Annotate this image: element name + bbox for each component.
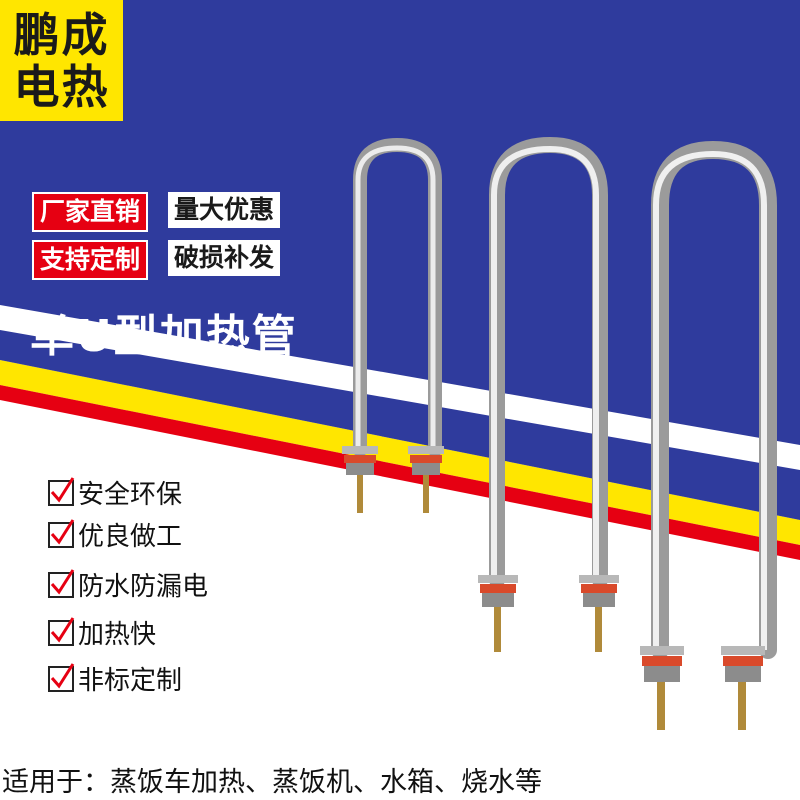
- feature-item: 安全环保: [48, 474, 182, 511]
- badge-customization: 支持定制: [32, 240, 149, 280]
- feature-item: 非标定制: [48, 660, 182, 697]
- u-tube-large-terminals: [640, 646, 765, 730]
- feature-item: 优良做工: [48, 516, 182, 553]
- product-title: 单U型加热管: [30, 311, 298, 362]
- u-tube-small-terminals: [342, 446, 444, 513]
- application-footer: 适用于：蒸饭车加热、蒸饭机、水箱、烧水等: [0, 758, 800, 800]
- u-tube-medium-terminals: [478, 575, 619, 652]
- check-icon: [48, 616, 75, 646]
- u-tube-medium: [489, 136, 608, 588]
- check-icon: [48, 662, 75, 692]
- feature-label: 优良做工: [78, 522, 183, 552]
- feature-label: 加热快: [78, 620, 157, 650]
- check-icon: [48, 476, 75, 506]
- check-icon: [48, 568, 75, 598]
- brand-line-2: 电热: [13, 59, 110, 114]
- check-icon: [48, 518, 75, 548]
- feature-label: 防水防漏电: [78, 572, 209, 602]
- brand-logo-block: 鹏成 电热: [0, 0, 123, 121]
- badge-bulk-discount: 量大优惠: [168, 192, 281, 228]
- feature-label: 安全环保: [78, 480, 183, 510]
- feature-label: 非标定制: [78, 666, 183, 696]
- brand-line-1: 鹏成: [13, 7, 110, 62]
- badge-direct-sale: 厂家直销: [32, 192, 149, 232]
- badge-damage-reship: 破损补发: [168, 240, 281, 276]
- u-tube-large: [651, 140, 777, 659]
- u-tube-small: [353, 137, 442, 457]
- application-text: 适用于：蒸饭车加热、蒸饭机、水箱、烧水等: [2, 767, 542, 798]
- feature-item: 加热快: [48, 614, 156, 651]
- feature-item: 防水防漏电: [48, 566, 208, 603]
